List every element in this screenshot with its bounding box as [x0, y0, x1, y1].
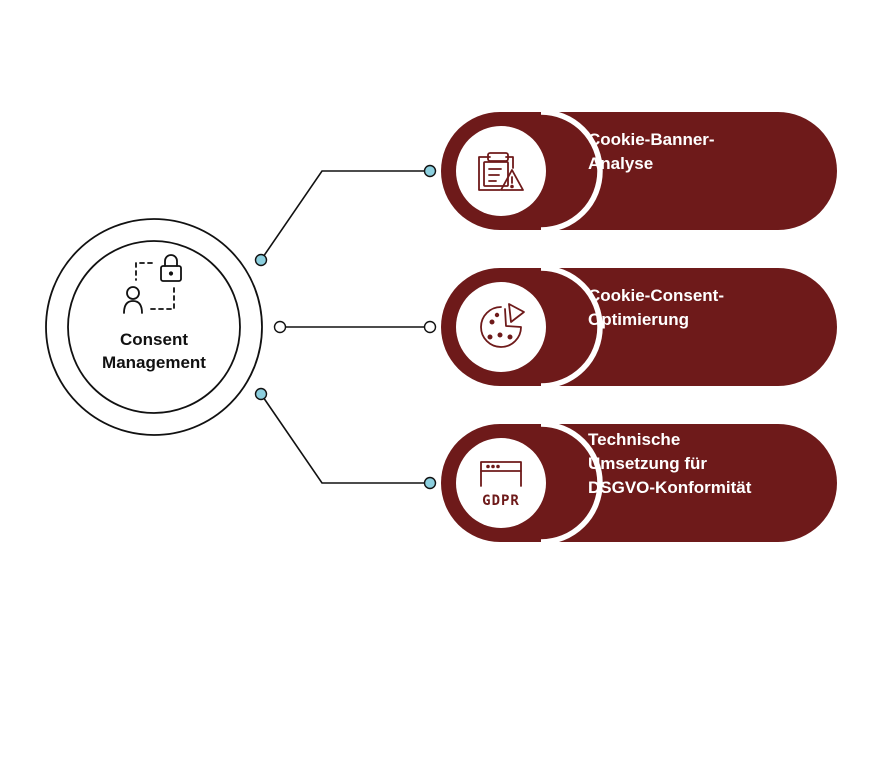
pill-cookie-banner-analyse	[441, 109, 837, 233]
connector-line-bottom	[260, 393, 430, 484]
connector-line-top	[260, 170, 430, 261]
pill-label-cookie-consent-optimierung: Cookie-Consent- Optimierung	[588, 284, 828, 332]
pill-label-line-2: Optimierung	[588, 310, 690, 329]
central-hub	[45, 218, 263, 436]
pill-background	[441, 268, 837, 386]
clipboard-warning-icon	[478, 152, 524, 191]
pill-label-cookie-banner-analyse: Cookie-Banner- Analyse	[588, 128, 828, 176]
pill-label-line-2: Analyse	[588, 154, 654, 173]
connector-dot-bottom-start	[254, 387, 268, 401]
feature-pills: GDPR	[441, 109, 837, 545]
pill-divider-arc	[540, 109, 603, 233]
pill-label-line-3: DSGVO-Konformität	[588, 478, 752, 497]
pill-label-line-2: Umsetzung für	[588, 454, 707, 473]
pill-label-line-1: Cookie-Banner-	[588, 130, 715, 149]
cookie-icon	[480, 303, 525, 348]
pill-technische-umsetzung: GDPR	[441, 421, 837, 545]
pill-divider-arc	[540, 265, 603, 389]
gdpr-browser-icon	[480, 461, 522, 487]
central-hub-inner-ring	[67, 240, 241, 414]
pill-icon-badge	[456, 126, 546, 216]
pill-icon-badge	[456, 438, 546, 528]
center-title: Consent Management	[67, 328, 241, 374]
connector-dot-top-end	[423, 164, 437, 178]
connector-dot-top-start	[254, 253, 268, 267]
pill-label-line-1: Technische	[588, 430, 681, 449]
center-title-line-1: Consent	[120, 330, 188, 349]
pill-label-line-1: Cookie-Consent-	[588, 286, 724, 305]
pill-background	[441, 112, 837, 230]
connector-dots	[254, 164, 437, 490]
pill-icon-badge	[456, 282, 546, 372]
center-title-line-2: Management	[102, 353, 206, 372]
pill-label-technische-umsetzung: Technische Umsetzung für DSGVO-Konformit…	[588, 428, 828, 500]
gdpr-icon-label: GDPR	[482, 493, 520, 509]
connector-dot-middle-end	[423, 320, 437, 334]
connectors	[260, 170, 430, 484]
user-lock-icon	[123, 254, 182, 314]
pill-background	[441, 424, 837, 542]
connector-dot-bottom-end	[423, 476, 437, 490]
connector-dot-middle-start	[273, 320, 287, 334]
pill-divider-arc	[540, 421, 603, 545]
pill-cookie-consent-optimierung	[441, 265, 837, 389]
